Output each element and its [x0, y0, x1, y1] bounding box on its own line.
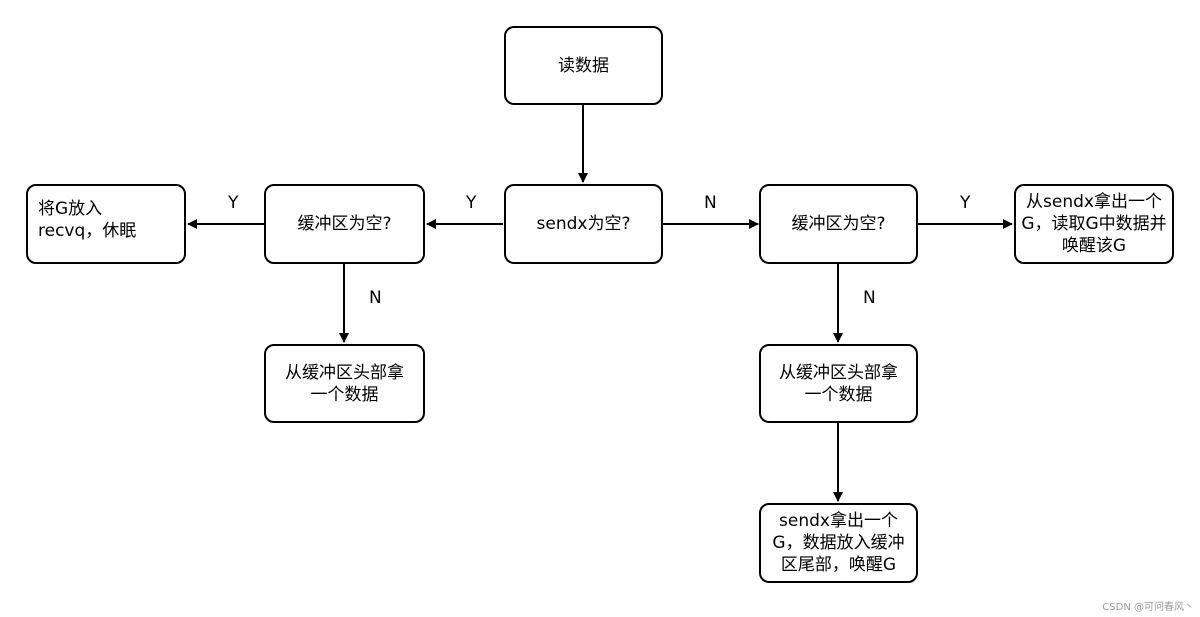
node-right-take-sendx: 从sendx拿出一个G，读取G中数据并唤醒该G [1014, 184, 1174, 264]
node-left-sleep: 将G放入recvq，休眠 [26, 184, 186, 264]
node-read-data: 读数据 [504, 26, 663, 105]
node-left-buffer-empty: 缓冲区为空? [264, 184, 425, 264]
watermark: CSDN @可问春风丶 [1102, 602, 1194, 613]
node-right-take-head-label: 从缓冲区头部拿一个数据 [779, 362, 898, 405]
node-left-take-head: 从缓冲区头部拿一个数据 [264, 344, 425, 423]
node-read-data-label: 读数据 [558, 55, 609, 76]
node-right-take-sendx-label: 从sendx拿出一个G，读取G中数据并唤醒该G [1021, 192, 1167, 256]
node-right-final: sendx拿出一个G，数据放入缓冲区尾部，唤醒G [759, 503, 918, 583]
edge-label-right-take-n: N [863, 288, 876, 308]
node-left-sleep-label: 将G放入recvq，休眠 [38, 199, 137, 241]
node-sendx-empty-label: sendx为空? [536, 214, 631, 234]
edge-label-sendx-left-y: Y [466, 193, 477, 213]
node-right-take-head: 从缓冲区头部拿一个数据 [759, 344, 918, 423]
edge-label-left-take-n: N [369, 288, 382, 308]
node-left-buffer-empty-label: 缓冲区为空? [297, 214, 392, 234]
node-right-buffer-empty: 缓冲区为空? [759, 184, 918, 264]
edge-label-sendx-right-n: N [704, 193, 717, 213]
node-right-final-label: sendx拿出一个G，数据放入缓冲区尾部，唤醒G [772, 511, 905, 575]
node-left-take-head-label: 从缓冲区头部拿一个数据 [285, 362, 404, 405]
edge-label-left-sleep-y: Y [228, 193, 239, 213]
edge-label-right-sendx-y: Y [960, 193, 971, 213]
node-sendx-empty: sendx为空? [504, 184, 663, 264]
node-right-buffer-empty-label: 缓冲区为空? [791, 214, 886, 234]
